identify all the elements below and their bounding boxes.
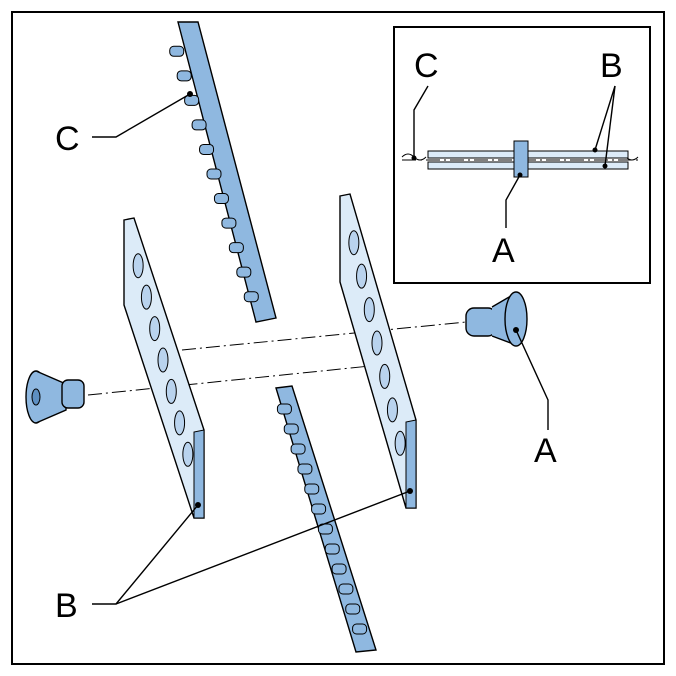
leader-a bbox=[515, 329, 549, 430]
label-b: B bbox=[55, 587, 78, 625]
pin-a-right-head bbox=[504, 291, 528, 347]
rack-tooth bbox=[338, 583, 354, 595]
rack-tooth bbox=[243, 291, 259, 303]
inset-label-b: B bbox=[600, 47, 623, 85]
plate-b-right-edge bbox=[405, 419, 417, 509]
rack-tooth bbox=[236, 266, 252, 278]
rack-tooth bbox=[276, 403, 292, 415]
plate-hole bbox=[379, 363, 391, 389]
rack-tooth bbox=[176, 70, 192, 82]
pin-a-right-shaft bbox=[465, 307, 497, 337]
pin-a-right bbox=[465, 291, 528, 347]
rack-tooth bbox=[283, 423, 299, 435]
plate-b-right bbox=[339, 193, 417, 509]
plate-hole bbox=[174, 410, 186, 436]
rack-tooth bbox=[199, 143, 215, 155]
dot-a bbox=[513, 327, 519, 333]
plate-hole bbox=[348, 230, 360, 256]
plate-b-left bbox=[123, 217, 205, 519]
rack-tooth bbox=[213, 193, 229, 205]
plate-hole bbox=[356, 263, 368, 289]
plate-hole bbox=[386, 397, 398, 423]
rack-tooth bbox=[290, 443, 306, 455]
plate-hole bbox=[363, 297, 375, 323]
inset-detail: C B A bbox=[393, 26, 651, 284]
inset-leader-b2 bbox=[604, 85, 616, 167]
pin-a-left-shaft bbox=[61, 379, 85, 409]
inset-dot-b1 bbox=[592, 147, 598, 153]
rack-tooth bbox=[331, 563, 347, 575]
rack-tooth bbox=[324, 543, 340, 555]
inset-label-c: C bbox=[414, 47, 439, 85]
inset-label-a: A bbox=[492, 232, 515, 270]
rack-c-bottom bbox=[275, 385, 377, 653]
inset-dot-b2 bbox=[602, 163, 608, 169]
label-c: C bbox=[55, 120, 80, 158]
rack-tooth bbox=[191, 119, 207, 131]
inset-leader-c bbox=[413, 85, 429, 158]
inset-dot-c bbox=[411, 155, 417, 161]
plate-b-right-holes bbox=[348, 230, 406, 456]
plate-hole bbox=[371, 330, 383, 356]
rack-c-top bbox=[169, 21, 277, 323]
rack-tooth bbox=[184, 94, 200, 106]
plate-hole bbox=[182, 441, 194, 467]
rack-tooth bbox=[228, 242, 244, 254]
rack-c-top-teeth bbox=[169, 45, 259, 303]
plate-b-left-holes bbox=[132, 253, 194, 467]
rack-tooth bbox=[304, 483, 320, 495]
rack-tooth bbox=[221, 217, 237, 229]
leader-b-right bbox=[115, 490, 411, 605]
inset-leader-b1 bbox=[594, 85, 616, 151]
inset-leader-a bbox=[505, 174, 521, 228]
rack-tooth bbox=[206, 168, 222, 180]
plate-hole bbox=[149, 316, 161, 342]
pin-a-left bbox=[25, 370, 85, 424]
plate-hole bbox=[140, 284, 152, 310]
pin-a-left-socket bbox=[31, 388, 41, 406]
rack-tooth bbox=[311, 503, 327, 515]
inset-pin bbox=[513, 140, 529, 178]
rack-tooth bbox=[345, 603, 361, 615]
plate-hole bbox=[165, 378, 177, 404]
plate-b-left-edge bbox=[193, 429, 205, 519]
label-a: A bbox=[534, 432, 557, 470]
plate-hole bbox=[132, 253, 144, 279]
dot-b-left bbox=[195, 502, 201, 508]
rack-c-bottom-teeth bbox=[276, 403, 368, 635]
rack-tooth bbox=[352, 623, 368, 635]
plate-hole bbox=[157, 347, 169, 373]
inset-dot-a bbox=[517, 172, 523, 178]
dot-b-right bbox=[407, 488, 413, 494]
rack-tooth bbox=[169, 45, 185, 57]
plate-hole bbox=[394, 430, 406, 456]
dot-c bbox=[187, 91, 193, 97]
rack-tooth bbox=[297, 463, 313, 475]
leader-c bbox=[92, 93, 191, 138]
